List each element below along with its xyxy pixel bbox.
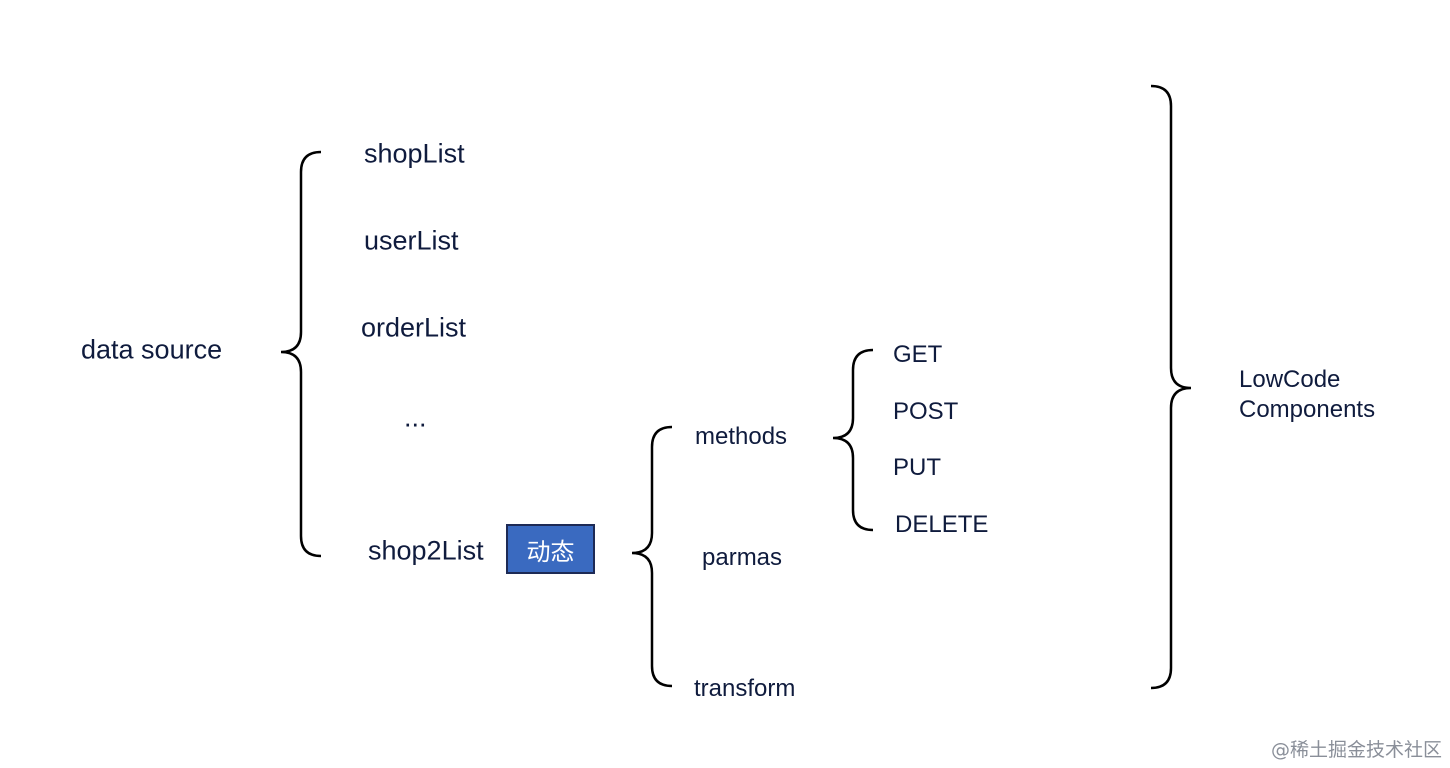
list-item-userlist: userList — [364, 225, 459, 256]
method-post: POST — [893, 398, 959, 425]
method-put: PUT — [893, 454, 941, 481]
params-label: parmas — [702, 544, 783, 571]
dynamic-badge-label: 动态 — [526, 537, 575, 566]
methods-brace — [832, 348, 874, 532]
method-get: GET — [893, 341, 943, 368]
data-source-brace — [280, 150, 322, 558]
shop2list-brace — [631, 425, 673, 688]
transform-label: transform — [694, 675, 796, 702]
lowcode-components-line2: Components — [1239, 396, 1376, 423]
method-delete: DELETE — [895, 511, 989, 538]
list-item-shop2list: shop2List — [368, 535, 484, 566]
list-item-ellipsis: ... — [404, 402, 427, 433]
list-item-orderlist: orderList — [361, 312, 467, 343]
list-item-shoplist: shopList — [364, 138, 465, 169]
dynamic-badge: 动态 — [506, 524, 595, 574]
data-source-label: data source — [81, 334, 223, 365]
watermark: @稀土掘金技术社区 — [1270, 739, 1442, 761]
lowcode-brace — [1150, 84, 1192, 690]
lowcode-components-line1: LowCode — [1239, 366, 1341, 393]
methods-label: methods — [695, 423, 788, 450]
